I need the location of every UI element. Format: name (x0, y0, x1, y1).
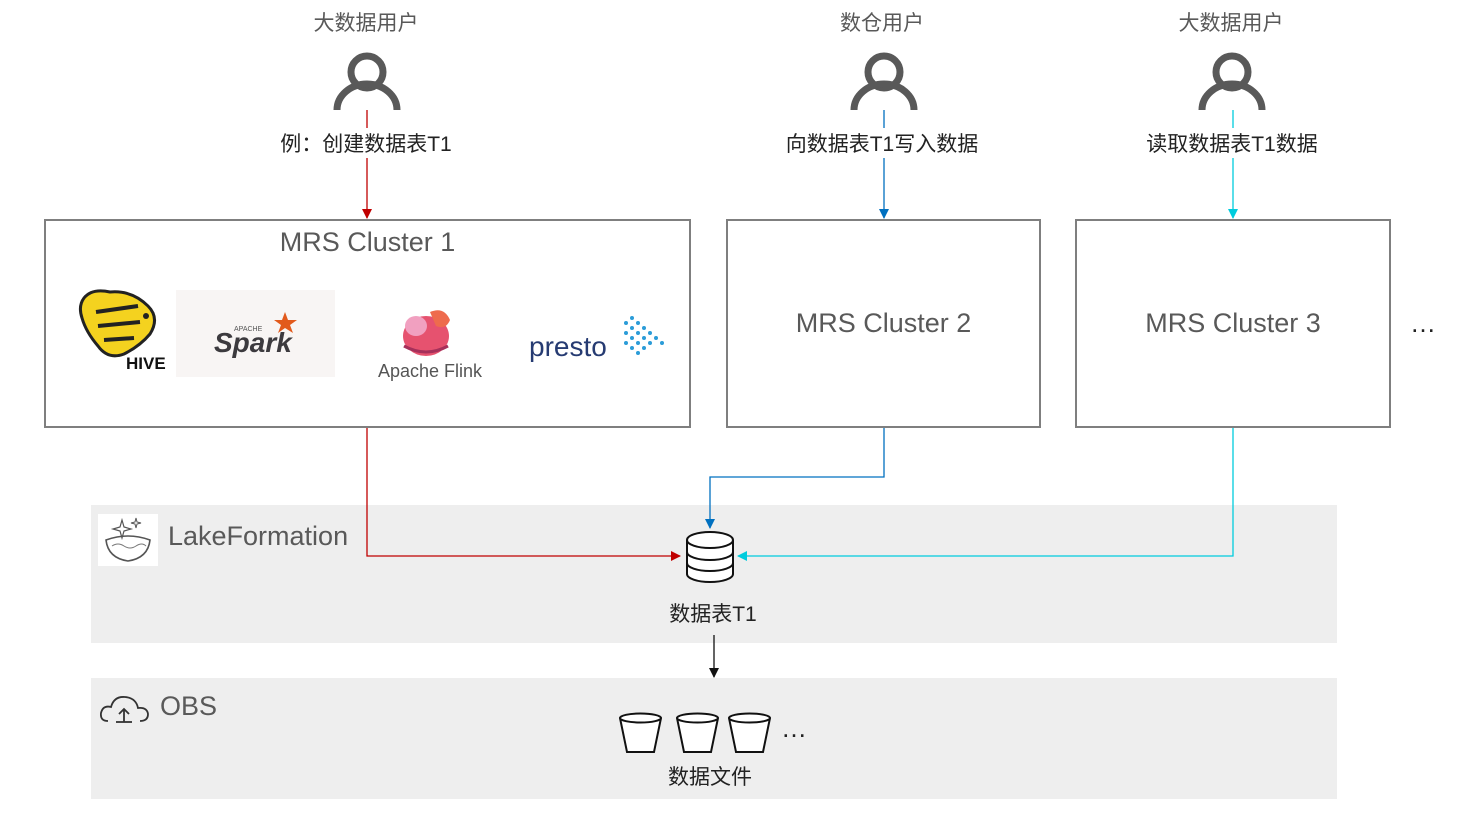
lakeformation-logo-icon (98, 514, 158, 566)
spark-logo-bg (176, 290, 335, 377)
table-label: 数据表T1 (669, 603, 757, 626)
more-files-ellipsis: … (781, 713, 808, 743)
spark-logo-apache: APACHE (234, 326, 263, 333)
user-1-icon (333, 52, 401, 111)
user-1-role: 大数据用户 (313, 12, 419, 35)
user-3-role: 大数据用户 (1178, 12, 1284, 35)
bucket-icon (728, 712, 771, 753)
user-3-icon (1198, 52, 1266, 111)
cluster-2-title: MRS Cluster 2 (795, 308, 972, 338)
flink-logo-text: Apache Flink (378, 361, 483, 381)
flink-logo-icon (403, 310, 450, 356)
obs-title: OBS (160, 691, 218, 721)
user-2-action: 向数据表T1写入数据 (712, 128, 1052, 158)
cluster-3-box: MRS Cluster 3 (1075, 219, 1391, 428)
cluster-3-title: MRS Cluster 3 (1145, 308, 1321, 338)
cluster-2-box: MRS Cluster 2 (726, 219, 1041, 428)
user-2-role: 数仓用户 (840, 12, 924, 35)
lakeformation-title: LakeFormation (168, 521, 349, 551)
hive-logo-icon (78, 289, 156, 358)
cluster-1-title: MRS Cluster 1 (279, 227, 456, 257)
user-1-action: 例：创建数据表T1 (196, 128, 536, 158)
presto-dots-icon (624, 316, 664, 355)
user-3-action: 读取数据表T1数据 (1062, 128, 1402, 158)
more-clusters-ellipsis: … (1410, 308, 1437, 338)
cluster-3-connector (737, 428, 1234, 561)
cloud-upload-icon (99, 696, 149, 723)
bucket-icon (676, 712, 719, 753)
cluster-1-connector (366, 428, 681, 561)
files-label: 数据文件 (668, 766, 752, 789)
user-2-icon (850, 52, 918, 111)
hive-logo-text: HIVE (126, 354, 166, 373)
bucket-icon (619, 712, 662, 753)
database-icon (686, 531, 734, 583)
spark-logo-text: Spark (214, 327, 293, 358)
presto-logo-text: presto (529, 331, 607, 362)
cluster-2-connector (705, 428, 885, 529)
spark-star-icon (274, 312, 297, 333)
